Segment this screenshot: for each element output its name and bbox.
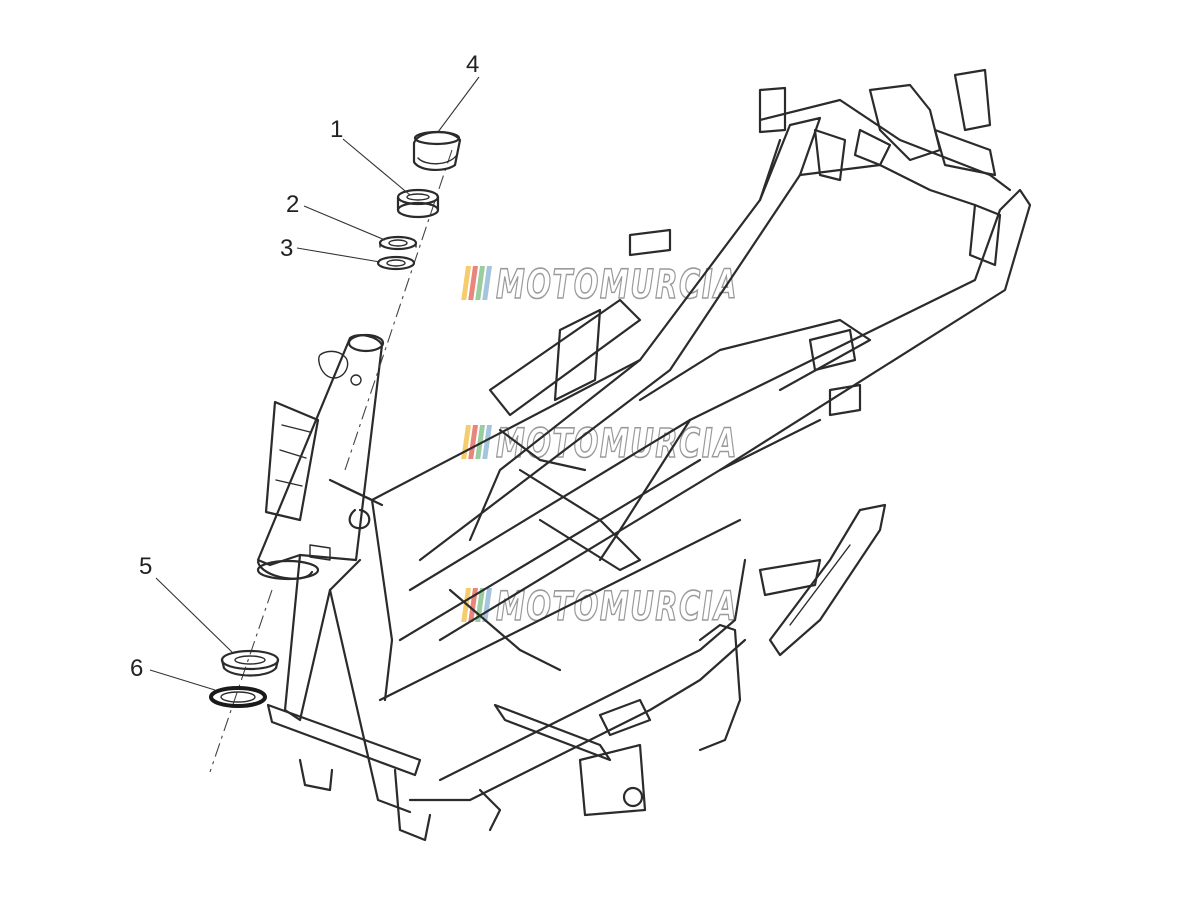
part-1-bearing: [396, 188, 440, 219]
watermark-stripe: [482, 266, 492, 300]
watermark-stripe: [468, 266, 478, 300]
scooter-frame: [256, 68, 1032, 842]
watermark-stripe: [461, 266, 471, 300]
watermark-stripe: [468, 425, 478, 459]
head-tube: [256, 333, 385, 581]
watermark-stripe: [475, 266, 485, 300]
part-4-dust-cover: [412, 130, 462, 171]
steering-axis-line-upper: [344, 149, 453, 471]
watermark-stripe: [482, 425, 492, 459]
watermark-stripe: [461, 425, 471, 459]
front-structure: [266, 478, 432, 842]
callout-4: 4: [466, 51, 479, 78]
leader-lines: [149, 76, 480, 691]
watermark-text: MOTOMURCIA: [496, 421, 738, 467]
part-2-nut: [378, 235, 418, 251]
callout-numbers: 4 1 2 3 5 6: [130, 51, 479, 682]
callout-2: 2: [286, 191, 299, 218]
steering-axis-line-lower: [209, 589, 273, 773]
rear-brackets: [628, 68, 1002, 417]
part-3-washer: [376, 255, 416, 271]
lower-cradle: [478, 623, 742, 832]
part-5-bearing-race: [220, 649, 280, 677]
cross-members: [448, 298, 872, 762]
watermark-stripe: [475, 425, 485, 459]
part-6-seal-ring: [209, 686, 267, 708]
watermark-logo: MOTOMURCIA: [461, 420, 738, 468]
callout-6: 6: [130, 655, 143, 682]
side-plate: [758, 503, 887, 657]
watermark-stripe: [468, 588, 478, 622]
callout-5: 5: [139, 553, 152, 580]
main-rails: [370, 98, 1032, 802]
callout-1: 1: [330, 116, 343, 143]
callout-3: 3: [280, 235, 293, 262]
